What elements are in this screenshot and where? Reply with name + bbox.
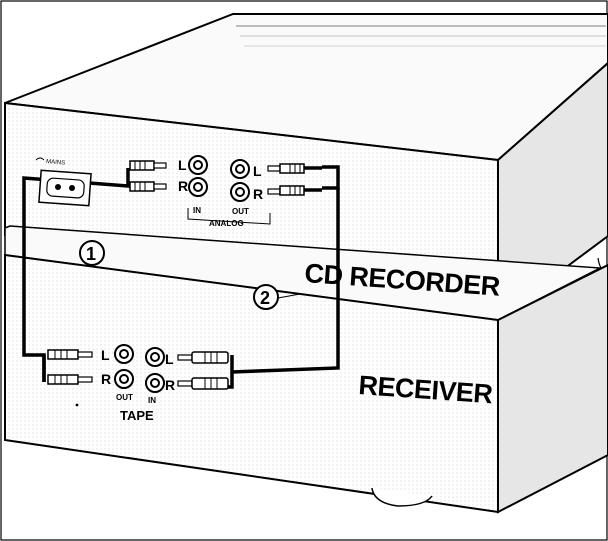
mains-label: MAINS [46, 159, 65, 167]
plug-rx-out-right [47, 374, 93, 385]
rx-in-right-letter: R [165, 377, 175, 393]
rx-tape-label: TAPE [120, 408, 154, 423]
rx-out-left-letter: L [101, 347, 110, 363]
plug-cd-out-left [267, 163, 322, 174]
rx-out-label: OUT [116, 393, 133, 402]
plug-cd-out-right [267, 185, 322, 196]
cd-out-label: OUT [232, 207, 249, 216]
receiver-panel: L R L R OUT IN TAPE [47, 344, 229, 423]
cable-1 [22, 168, 130, 382]
cd-recorder-panel: MAINS L R L R [35, 155, 322, 228]
callout-2-number: 2 [260, 288, 270, 308]
callout-1: 1 [79, 240, 105, 266]
receiver-unit [4, 225, 608, 514]
rx-out-right-letter: R [101, 371, 111, 387]
rx-in-label: IN [148, 396, 156, 405]
rx-in-left-letter: L [165, 351, 174, 367]
cd-in-left-letter: L [178, 157, 187, 173]
plug-rx-in-left [177, 351, 229, 364]
callout-1-number: 1 [86, 244, 96, 264]
cd-in-right-letter: R [178, 178, 188, 194]
callout-2: 2 [253, 284, 301, 310]
cd-out-left-letter: L [253, 163, 262, 179]
plug-cd-in-right [129, 181, 167, 192]
cd-out-right-letter: R [253, 186, 263, 202]
plug-rx-in-right [177, 377, 229, 390]
cd-analog-label: ANALOG [209, 219, 244, 228]
plug-cd-in-left [129, 160, 167, 171]
cd-in-label: IN [193, 206, 201, 215]
plug-rx-out-left [47, 349, 93, 360]
